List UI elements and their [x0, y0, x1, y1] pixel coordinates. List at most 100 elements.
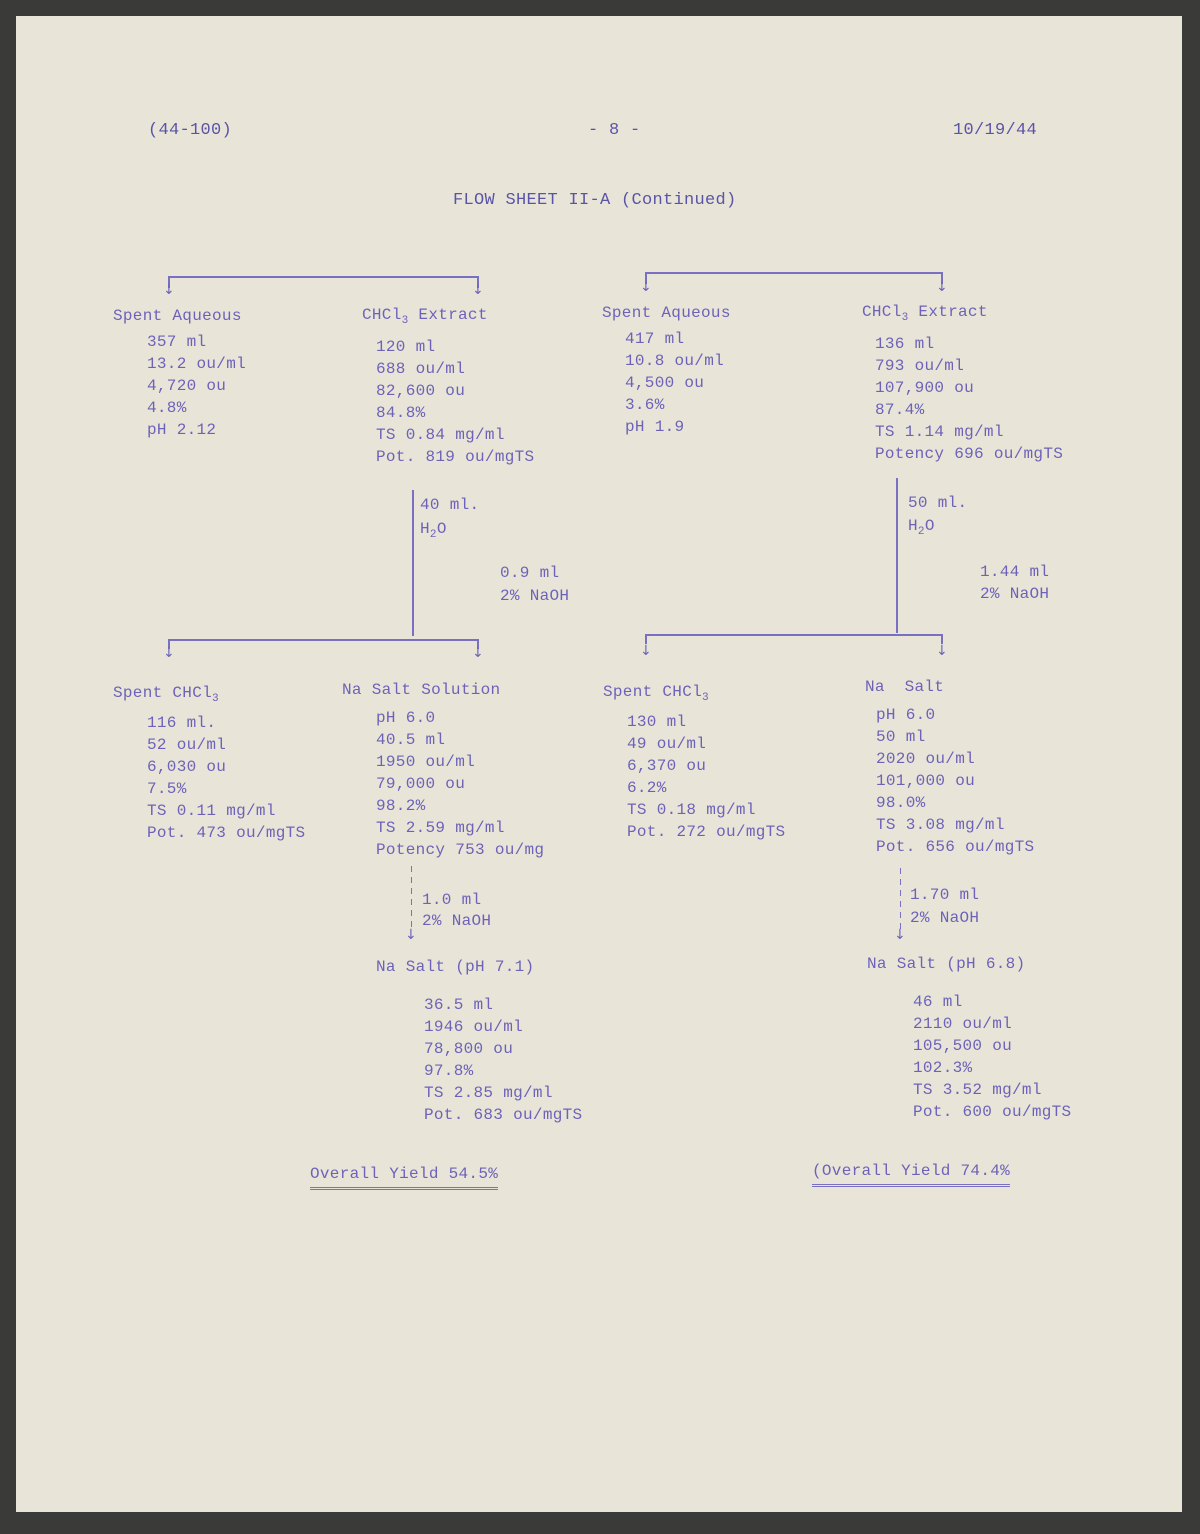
- split-line: [941, 272, 943, 284]
- water-formula: H2O: [908, 517, 935, 538]
- page-title: FLOW SHEET II-A (Continued): [453, 191, 737, 210]
- value: 6,030 ou: [147, 758, 227, 776]
- value: pH 6.0: [376, 709, 436, 727]
- overall-yield: Overall Yield 54.5%: [310, 1163, 499, 1190]
- value: 2020 ou/ml: [876, 750, 976, 768]
- value: 357 ml: [147, 333, 207, 351]
- block-title: Na Salt: [865, 678, 945, 696]
- split-line: [477, 276, 479, 288]
- value: Pot. 656 ou/mgTS: [876, 838, 1035, 856]
- block-title: CHCl3 Extract: [862, 303, 988, 324]
- left-chcl3-extract: CHCl3 Extract 120 ml 688 ou/ml 82,600 ou…: [362, 304, 534, 468]
- value: 130 ml: [627, 713, 687, 731]
- value: 107,900 ou: [875, 379, 975, 397]
- value: TS 0.18 mg/ml: [627, 801, 756, 819]
- flow-line: [411, 866, 412, 930]
- value: 46 ml: [913, 993, 963, 1011]
- value: TS 2.85 mg/ml: [424, 1084, 553, 1102]
- value: 3.6%: [625, 396, 665, 414]
- arrow-down-icon: ↓: [640, 279, 652, 295]
- value: Pot. 600 ou/mgTS: [913, 1103, 1072, 1121]
- value: 4.8%: [147, 399, 187, 417]
- arrow-down-icon: ↓: [894, 927, 906, 943]
- value: 105,500 ou: [913, 1037, 1013, 1055]
- value: 40.5 ml: [376, 731, 446, 749]
- value: TS 0.84 mg/ml: [376, 426, 505, 444]
- value: 793 ou/ml: [875, 357, 965, 375]
- block-title: Na Salt (pH 6.8): [867, 955, 1026, 973]
- value: pH 2.12: [147, 421, 217, 439]
- value: 13.2 ou/ml: [147, 355, 247, 373]
- split-line: [168, 276, 170, 288]
- value: 1946 ou/ml: [424, 1018, 524, 1036]
- split-line: [645, 634, 647, 644]
- overall-yield: (Overall Yield 74.4%: [812, 1160, 1011, 1187]
- split-line: [645, 634, 943, 636]
- value: 101,000 ou: [876, 772, 976, 790]
- split-line: [168, 639, 170, 649]
- arrow-down-icon: ↓: [405, 927, 417, 943]
- value: 98.2%: [376, 797, 426, 815]
- right-chcl3-extract: CHCl3 Extract 136 ml 793 ou/ml 107,900 o…: [862, 301, 1063, 465]
- value: 4,720 ou: [147, 377, 227, 395]
- block-title: Spent CHCl3: [113, 684, 219, 705]
- value: 1950 ou/ml: [376, 753, 476, 771]
- value: 87.4%: [875, 401, 925, 419]
- value: Pot. 683 ou/mgTS: [424, 1106, 583, 1124]
- value: Pot. 473 ou/mgTS: [147, 824, 306, 842]
- arrow-down-icon: ↓: [936, 279, 948, 295]
- document-number: (44-100): [148, 121, 233, 140]
- block-title: Spent Aqueous: [602, 304, 731, 322]
- value: 98.0%: [876, 794, 926, 812]
- document-date: 10/19/44: [953, 121, 1038, 140]
- split-line: [645, 272, 647, 284]
- flow-line: [900, 868, 901, 930]
- split-line: [645, 272, 943, 274]
- arrow-down-icon: ↓: [163, 645, 175, 661]
- value: 36.5 ml: [424, 996, 494, 1014]
- value: 6.2%: [627, 779, 667, 797]
- value: 417 ml: [625, 330, 685, 348]
- document-page: [16, 16, 1182, 1512]
- value: 50 ml: [876, 728, 926, 746]
- value: Pot. 272 ou/mgTS: [627, 823, 786, 841]
- value: TS 0.11 mg/ml: [147, 802, 276, 820]
- water-formula: H2O: [420, 520, 447, 541]
- block-title: Spent CHCl3: [603, 683, 709, 704]
- arrow-down-icon: ↓: [472, 282, 484, 298]
- value: 79,000 ou: [376, 775, 466, 793]
- value: 116 ml.: [147, 714, 217, 732]
- value: Potency 753 ou/mg: [376, 841, 545, 859]
- right-spent-chcl3: Spent CHCl3 130 ml 49 ou/ml 6,370 ou 6.2…: [603, 681, 785, 843]
- value: 82,600 ou: [376, 382, 466, 400]
- left-spent-chcl3: Spent CHCl3 116 ml. 52 ou/ml 6,030 ou 7.…: [113, 682, 305, 844]
- value: 97.8%: [424, 1062, 474, 1080]
- value: 6,370 ou: [627, 757, 707, 775]
- arrow-down-icon: ↓: [472, 645, 484, 661]
- naoh-volume: 1.44 ml: [980, 563, 1050, 581]
- water-note: 50 ml.: [908, 494, 968, 512]
- value: 7.5%: [147, 780, 187, 798]
- naoh-concentration: 2% NaOH: [980, 585, 1050, 603]
- page-number: - 8 -: [588, 121, 641, 140]
- value: 78,800 ou: [424, 1040, 514, 1058]
- naoh-volume: 1.70 ml: [910, 886, 980, 904]
- split-line: [941, 634, 943, 644]
- value: Pot. 819 ou/mgTS: [376, 448, 535, 466]
- value: 136 ml: [875, 335, 935, 353]
- naoh-concentration: 2% NaOH: [422, 912, 492, 930]
- value: Potency 696 ou/mgTS: [875, 445, 1064, 463]
- value: 2110 ou/ml: [913, 1015, 1013, 1033]
- split-line: [477, 639, 479, 649]
- value: TS 3.52 mg/ml: [913, 1081, 1042, 1099]
- naoh-concentration: 2% NaOH: [910, 909, 980, 927]
- left-final-na-salt: Na Salt (pH 7.1) 36.5 ml 1946 ou/ml 78,8…: [376, 956, 582, 1126]
- arrow-down-icon: ↓: [163, 282, 175, 298]
- right-na-salt: Na Salt pH 6.0 50 ml 2020 ou/ml 101,000 …: [865, 676, 1034, 858]
- value: 688 ou/ml: [376, 360, 466, 378]
- value: 52 ou/ml: [147, 736, 227, 754]
- flow-line: [412, 490, 414, 636]
- right-spent-aqueous: Spent Aqueous 417 ml 10.8 ou/ml 4,500 ou…: [602, 302, 731, 438]
- naoh-volume: 0.9 ml: [500, 564, 560, 582]
- block-title: Na Salt Solution: [342, 681, 501, 699]
